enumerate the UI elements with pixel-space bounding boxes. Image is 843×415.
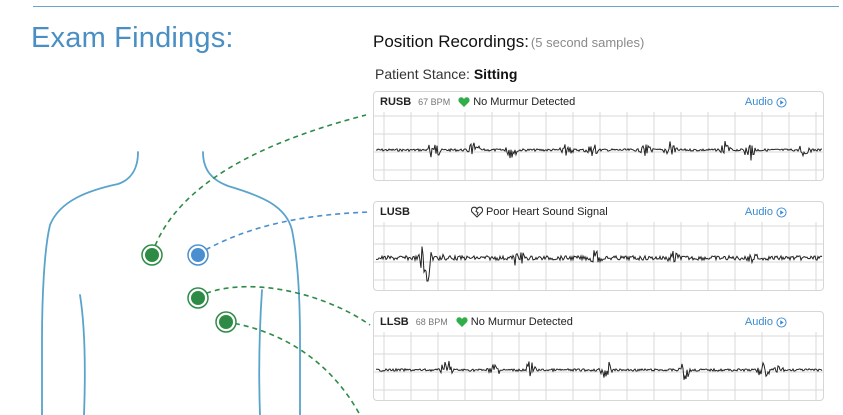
recording-card-lusb: LUSB Poor Heart Sound Signal Audio (373, 201, 824, 291)
position-recordings-title: Position Recordings: (373, 32, 529, 51)
stance-value: Sitting (473, 66, 518, 82)
card-status: Poor Heart Sound Signal (485, 206, 608, 218)
connector-llsb (197, 286, 371, 326)
card-status: No Murmur Detected (470, 316, 573, 328)
audio-label: Audio (744, 206, 773, 218)
body-outline-left (41, 151, 139, 415)
audio-button-rusb[interactable]: Audio (745, 96, 787, 108)
waveform-llsb (374, 332, 823, 400)
body-inner-right (258, 289, 263, 415)
position-recordings-subtitle: (5 second samples) (530, 35, 645, 50)
connector-lusb (197, 211, 371, 255)
card-header: LUSB Poor Heart Sound Signal (374, 202, 823, 222)
marker-llsb[interactable] (187, 287, 209, 309)
audio-button-lusb[interactable]: Audio (745, 206, 787, 218)
waveform-lusb (374, 222, 823, 290)
card-site: LLSB (380, 316, 409, 328)
waveform-trace (375, 246, 823, 282)
position-recordings-heading: Position Recordings:(5 second samples) (373, 32, 644, 52)
play-icon (776, 206, 787, 218)
body-outline-right (202, 151, 301, 415)
recording-card-rusb: RUSB 67 BPM No Murmur Detected Audio (373, 91, 824, 181)
play-icon (776, 316, 787, 328)
audio-button-llsb[interactable]: Audio (745, 316, 787, 328)
marker-lusb[interactable] (187, 244, 209, 266)
card-status: No Murmur Detected (473, 96, 576, 108)
card-header: RUSB 67 BPM No Murmur Detected (374, 92, 823, 112)
waveform-grid (374, 222, 823, 290)
card-site: LUSB (380, 206, 410, 218)
card-bpm: 68 BPM (415, 317, 448, 327)
audio-label: Audio (744, 96, 773, 108)
body-inner-left (79, 294, 86, 415)
heart-icon (458, 97, 470, 107)
heart-icon (456, 317, 468, 327)
patient-stance: Patient Stance: Sitting (375, 66, 517, 82)
waveform-trace (376, 360, 823, 380)
waveform-trace (375, 141, 822, 161)
marker-rusb[interactable] (141, 244, 163, 266)
connector-rusb (151, 114, 367, 255)
exam-findings-title: Exam Findings: (31, 22, 234, 54)
marker-apex[interactable] (215, 311, 237, 333)
recording-card-llsb: LLSB 68 BPM No Murmur Detected Audio (373, 311, 824, 401)
connector-apex (225, 321, 361, 415)
broken-heart-icon (470, 206, 483, 218)
waveform-rusb (374, 112, 823, 180)
waveform-grid (374, 112, 823, 180)
top-divider (33, 6, 839, 7)
card-site: RUSB (380, 96, 412, 108)
card-header: LLSB 68 BPM No Murmur Detected (374, 312, 823, 332)
stance-label: Patient Stance: (375, 66, 470, 82)
play-icon (776, 96, 787, 108)
card-bpm: 67 BPM (418, 97, 451, 107)
audio-label: Audio (744, 316, 773, 328)
